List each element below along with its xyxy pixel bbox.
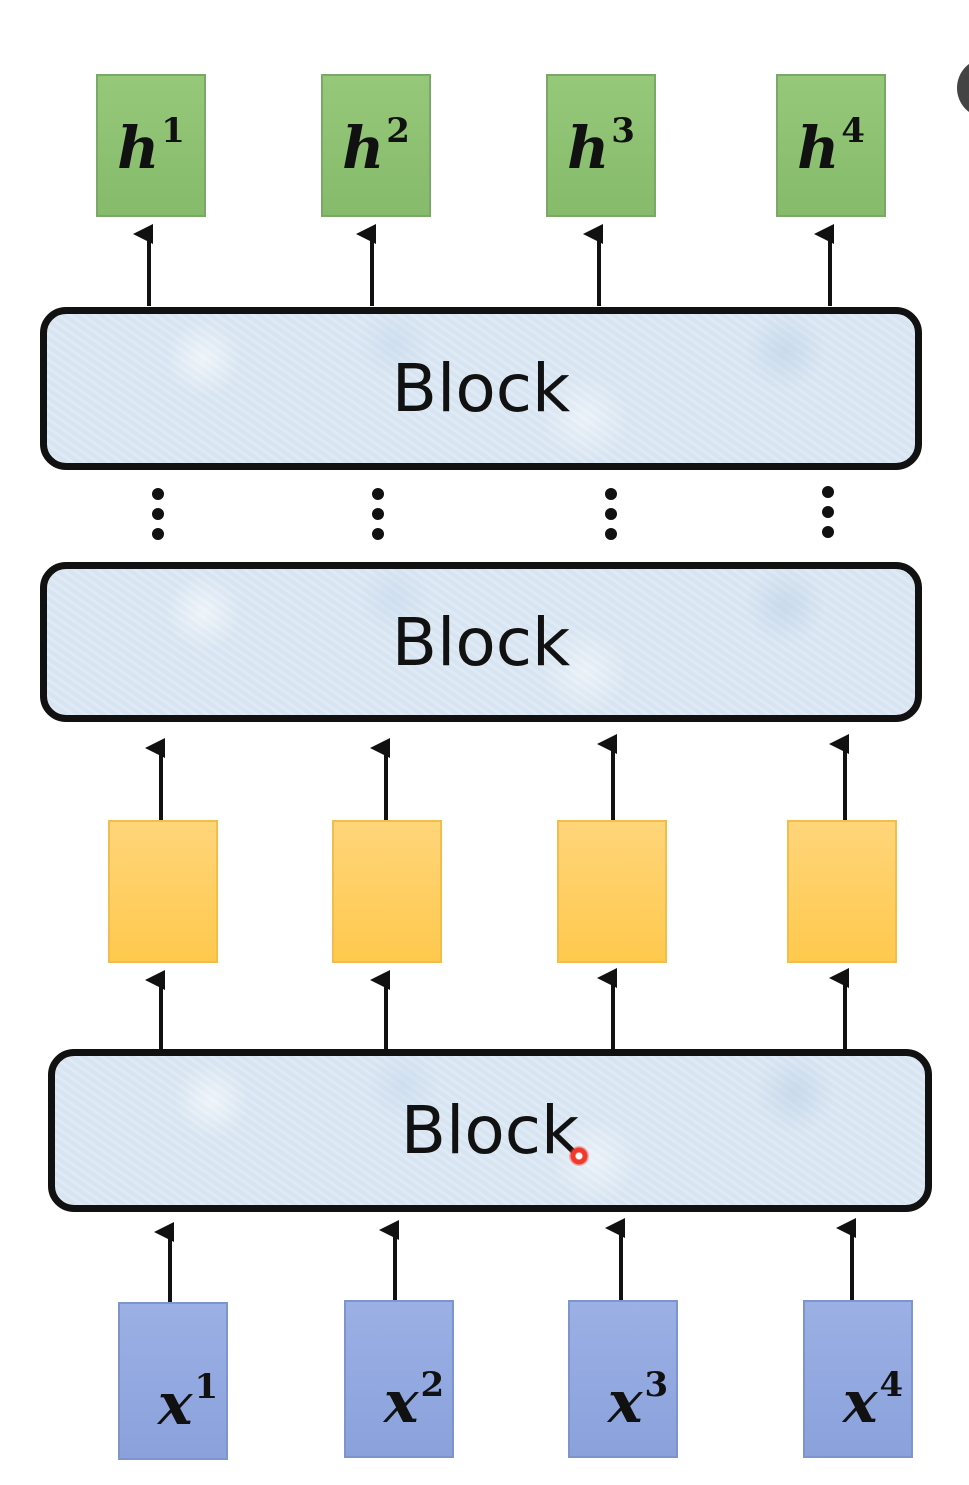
output-label-1: h1 bbox=[117, 111, 185, 182]
block-top: Block bbox=[40, 307, 922, 470]
intermediate-box-1 bbox=[108, 820, 218, 963]
block-middle: Block bbox=[40, 562, 922, 722]
ellipsis-icon bbox=[151, 488, 165, 540]
block-middle-label: Block bbox=[391, 603, 571, 681]
output-box-1: h1 bbox=[96, 74, 206, 217]
intermediate-box-4 bbox=[787, 820, 897, 963]
output-box-4: h4 bbox=[776, 74, 886, 217]
input-label-3: x3 bbox=[607, 1364, 669, 1436]
ellipsis-icon bbox=[821, 486, 835, 538]
input-box-1: x1 bbox=[118, 1302, 228, 1460]
block-top-label: Block bbox=[391, 350, 571, 427]
input-box-3: x3 bbox=[568, 1300, 678, 1458]
input-box-2: x2 bbox=[344, 1300, 454, 1458]
input-label-1: x1 bbox=[157, 1366, 219, 1438]
output-box-2: h2 bbox=[321, 74, 431, 217]
output-label-4: h4 bbox=[797, 111, 865, 182]
output-label-3: h3 bbox=[567, 111, 635, 182]
block-bottom-label: Block bbox=[400, 1092, 580, 1169]
block-bottom: Block bbox=[48, 1049, 932, 1212]
output-box-3: h3 bbox=[546, 74, 656, 217]
ellipsis-icon bbox=[371, 488, 385, 540]
output-label-2: h2 bbox=[342, 111, 410, 182]
intermediate-box-2 bbox=[332, 820, 442, 963]
pointer-cursor-icon bbox=[569, 1146, 589, 1166]
input-label-2: x2 bbox=[383, 1364, 445, 1436]
input-label-4: x4 bbox=[842, 1364, 904, 1436]
ellipsis-icon bbox=[604, 488, 618, 540]
input-box-4: x4 bbox=[803, 1300, 913, 1458]
intermediate-box-3 bbox=[557, 820, 667, 963]
